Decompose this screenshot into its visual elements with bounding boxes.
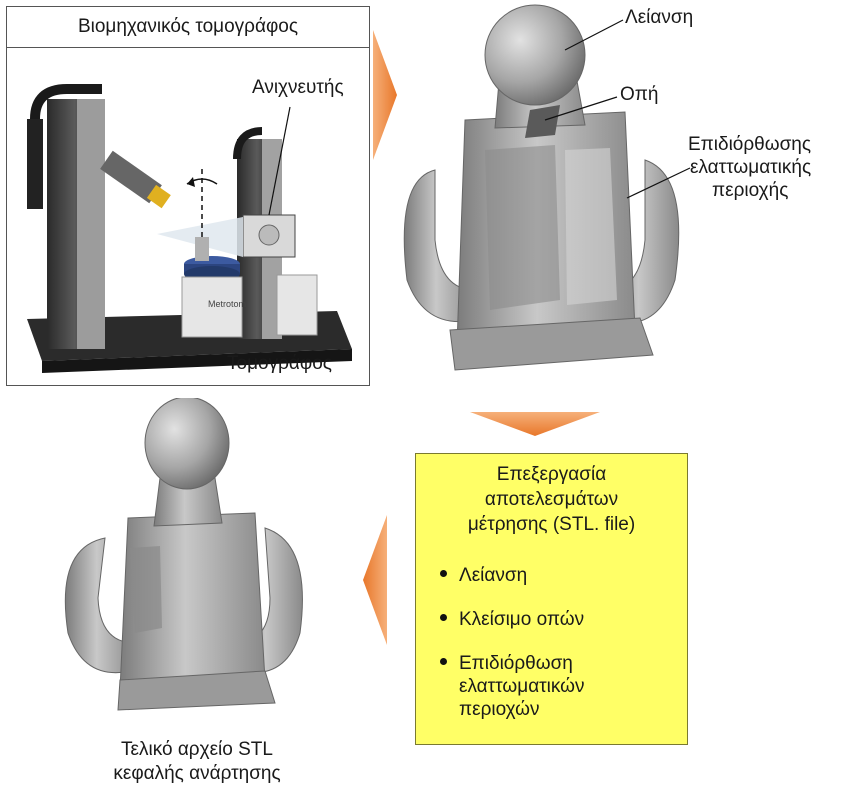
final-caption-line1: Τελικό αρχείο STL [82,739,312,761]
final-caption-line2: κεφαλής ανάρτησης [82,763,312,785]
ct-scanner-illustration [7,49,368,384]
processing-step-text-cont: ελαττωματικών [440,675,585,698]
scanner-panel: Βιομηχανικός τομογράφος [6,6,370,386]
callout-repair-line3: περιοχής [712,180,788,202]
final-stl-model [50,398,330,718]
processing-box: Επεξεργασία αποτελεσμάτων μέτρησης (STL.… [415,453,688,745]
processing-title-line3: μέτρησης (STL. file) [416,512,687,537]
brand-text: Metrotom [208,299,246,309]
processing-step: Λείανση [440,564,527,587]
processing-title: Επεξεργασία αποτελεσμάτων μέτρησης (STL.… [416,462,687,537]
detector-label: Ανιχνευτής [252,77,344,99]
bullet-icon [440,658,447,665]
raw-scan-mesh [395,0,695,380]
scanner-panel-title: Βιομηχανικός τομογράφος [7,7,369,48]
arrow-down-icon [470,410,600,438]
bullet-icon [440,570,447,577]
processing-title-line2: αποτελεσμάτων [416,487,687,512]
callout-repair-line2: ελαττωματικής [690,157,811,179]
processing-step-text: Επιδιόρθωση [459,653,573,674]
processing-step: Επιδιόρθωση ελαττωματικών περιοχών [440,652,585,721]
processing-title-line1: Επεξεργασία [416,462,687,487]
bullet-icon [440,614,447,621]
processing-step-text: Κλείσιμο οπών [459,609,584,630]
arrow-left-icon [360,515,390,645]
callout-smoothing: Λείανση [625,7,693,29]
callout-repair-line1: Επιδιόρθωσης [688,134,811,156]
processing-step: Κλείσιμο οπών [440,608,584,631]
processing-step-text-cont: περιοχών [440,698,585,721]
callout-hole: Οπή [620,84,658,106]
processing-step-text: Λείανση [459,565,527,586]
tomograph-label: Τομογράφος [227,353,332,375]
